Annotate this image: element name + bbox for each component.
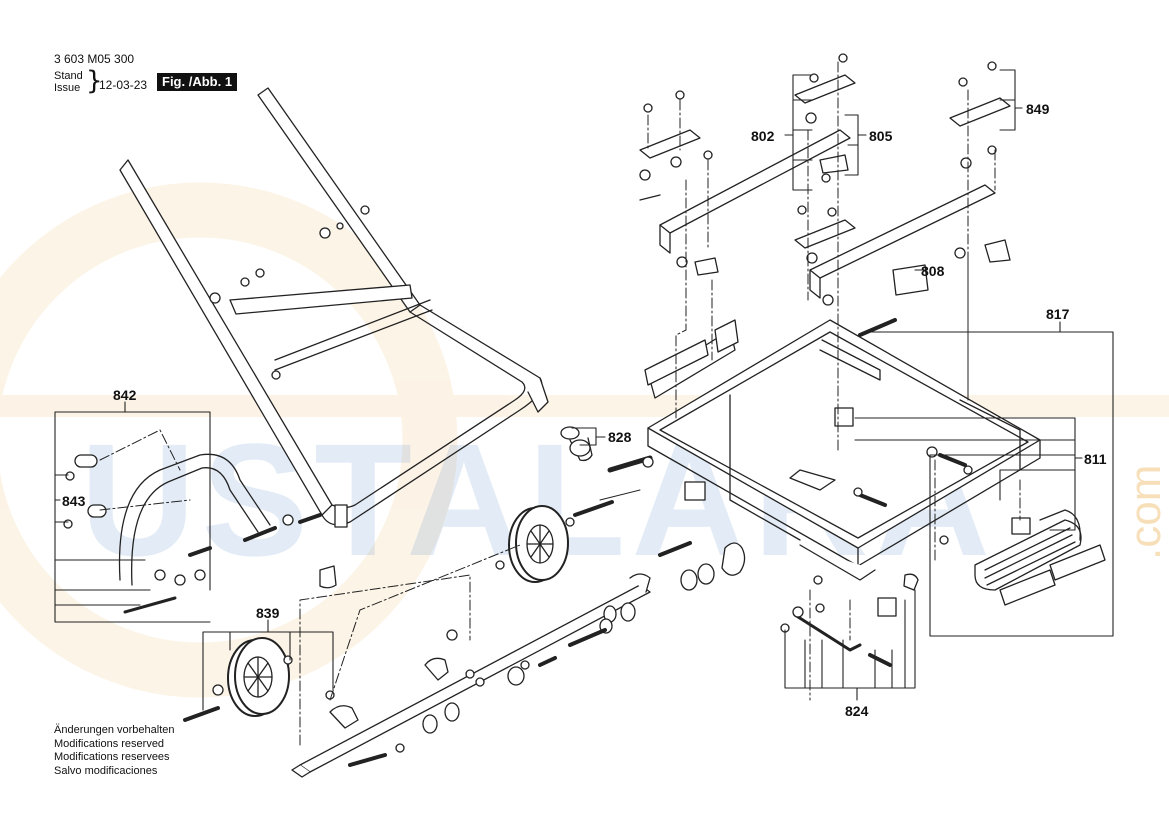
issue-brace: } [86,66,103,96]
issue-date: 12-03-23 [99,78,148,92]
note-es: Salvo modificaciones [54,764,158,777]
watermark-ring [0,182,458,698]
note-fr: Modifications reservees [54,751,170,763]
issue-label: Issue [54,82,81,94]
callout-brackets [54,69,1114,711]
handle-frame [119,87,549,528]
callout-828: 828 [608,429,632,445]
figure-label: Fig. /Abb. 1 [157,73,238,91]
note-de: Änderungen vorbehalten [54,724,175,736]
stand-label: Stand [54,70,83,82]
callout-824: 824 [845,703,869,719]
side-bracket [63,453,277,614]
modification-notes: Änderungen vorbehalten Modifications res… [54,724,174,778]
callout-802: 802 [751,128,775,144]
watermark-suffix: .com [1121,465,1169,560]
small-parts [780,573,919,667]
callout-849: 849 [1026,101,1050,117]
callout-842: 842 [113,387,137,403]
doc-number: 3 603 M05 300 [54,52,135,66]
note-en: Modifications reserved [54,737,165,750]
wheels [183,505,746,722]
support-rails [639,53,1011,386]
axle-bar [291,541,692,778]
bolts-center [282,455,654,527]
callout-817: 817 [1046,306,1070,322]
callout-843: 843 [62,493,86,509]
callout-808: 808 [921,263,945,279]
callout-839: 839 [256,605,280,621]
assembly-lines [99,61,1021,746]
end-caps [319,426,593,589]
rubber-foot [974,509,1106,606]
callout-811: 811 [1084,451,1107,467]
callout-805: 805 [869,128,893,144]
base-frame [647,318,1041,617]
